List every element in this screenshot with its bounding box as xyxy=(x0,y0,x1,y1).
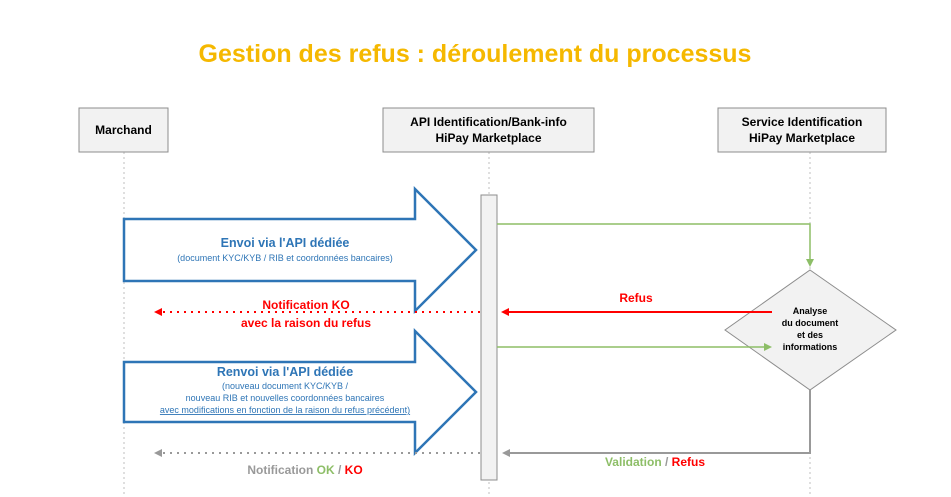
validation-ok-text: Validation xyxy=(605,455,662,469)
resend-detail-2: nouveau RIB et nouvelles coordonnées ban… xyxy=(186,393,385,403)
notification-final-prefix: Notification xyxy=(247,463,316,477)
send-detail: (document KYC/KYB / RIB et coordonnées b… xyxy=(177,253,393,263)
api-activation-bar xyxy=(480,194,498,481)
actor-api-line2: HiPay Marketplace xyxy=(435,131,541,145)
forward-to-analysis-arrow xyxy=(497,223,814,267)
actor-merchant-label: Marchand xyxy=(95,123,152,137)
analysis-line-4: informations xyxy=(783,342,838,352)
resend-block-arrow: Renvoi via l'API dédiée (nouveau documen… xyxy=(122,327,478,457)
validation-sep: / xyxy=(662,455,672,469)
validation-refus-text: Refus xyxy=(672,455,706,469)
resend-detail-3: avec modifications en fonction de la rai… xyxy=(160,405,410,415)
send-title: Envoi via l'API dédiée xyxy=(221,236,350,250)
refusal-label: Refus xyxy=(619,291,653,305)
actor-service: Service Identification HiPay Marketplace xyxy=(717,107,887,153)
actor-merchant: Marchand xyxy=(78,107,169,153)
notification-final-sep: / xyxy=(335,463,345,477)
analysis-line-1: Analyse xyxy=(793,306,828,316)
notification-ko-line2: avec la raison du refus xyxy=(241,316,371,330)
analysis-line-2: du document xyxy=(782,318,839,328)
send-block-arrow: Envoi via l'API dédiée (document KYC/KYB… xyxy=(122,185,478,315)
resend-title: Renvoi via l'API dédiée xyxy=(217,365,353,379)
analysis-decision: Analyse du document et des informations xyxy=(724,269,897,391)
validation-return-arrow xyxy=(502,390,811,457)
actor-service-line1: Service Identification xyxy=(742,115,863,129)
notification-final-ok: OK xyxy=(317,463,335,477)
resend-detail-1: (nouveau document KYC/KYB / xyxy=(222,381,349,391)
actor-service-line2: HiPay Marketplace xyxy=(749,131,855,145)
actor-api: API Identification/Bank-info HiPay Marke… xyxy=(382,107,595,153)
actor-api-line1: API Identification/Bank-info xyxy=(410,115,567,129)
notification-final-label: Notification OK / KO xyxy=(247,463,362,477)
notification-final-ko: KO xyxy=(345,463,363,477)
diagram-title: Gestion des refus : déroulement du proce… xyxy=(199,40,752,68)
validation-label: Validation / Refus xyxy=(605,455,705,469)
notification-ko-line1: Notification KO xyxy=(262,298,349,312)
analysis-line-3: et des xyxy=(797,330,823,340)
